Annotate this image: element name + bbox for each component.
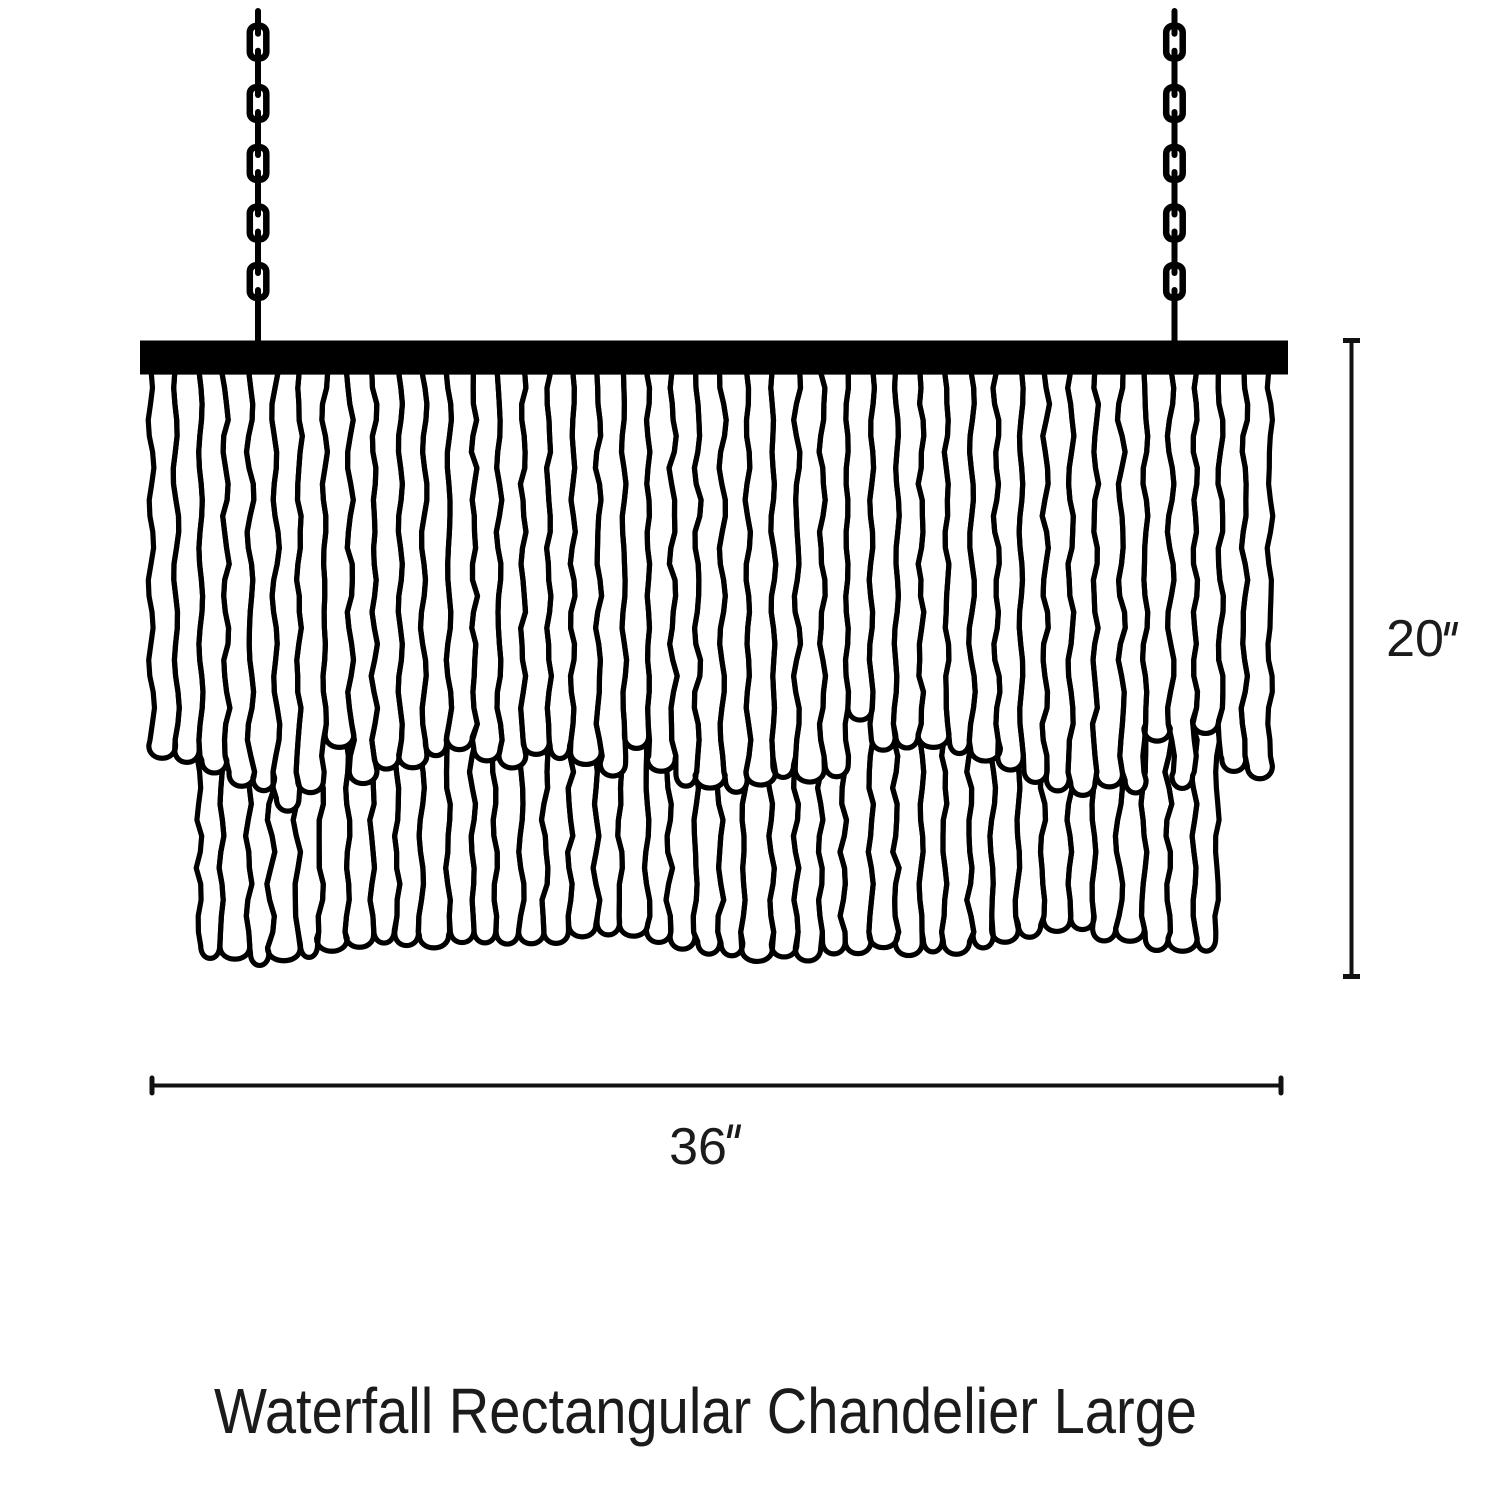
svg-text:Waterfall Rectangular Chandeli: Waterfall Rectangular Chandelier Large xyxy=(214,1375,1197,1447)
svg-text:36: 36 xyxy=(669,1118,727,1176)
svg-text:20: 20 xyxy=(1386,610,1444,668)
